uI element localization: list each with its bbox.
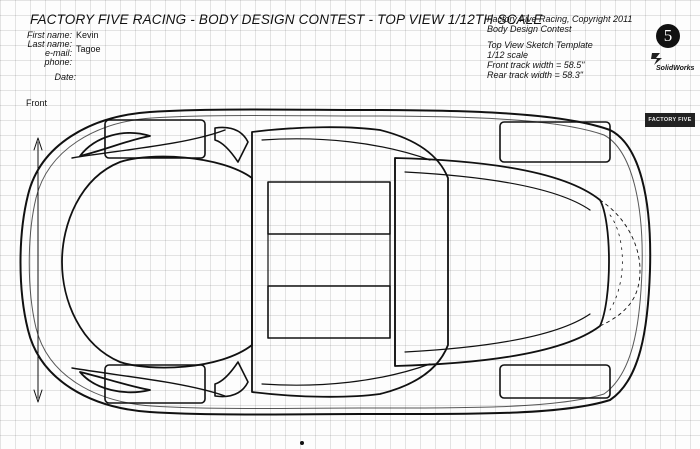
contest-line: Body Design Contest [487, 24, 572, 34]
solidworks-logo-icon [651, 53, 662, 65]
rear-right-wheel [499, 364, 611, 399]
roof-window-left [267, 181, 391, 235]
front-left-wheel [104, 119, 206, 159]
date-label: Date: [54, 72, 76, 82]
scale-line: 1/12 scale [487, 50, 529, 60]
front-right-wheel [104, 364, 206, 404]
last-name-value[interactable]: Tagoe [76, 44, 101, 54]
page-title: FACTORY FIVE RACING - BODY DESIGN CONTES… [30, 12, 543, 27]
email-label: e-mail: [44, 48, 72, 58]
ffr-five-logo: 5 [656, 24, 680, 48]
front-track-line: Front track width = 58.5" [487, 60, 585, 70]
solidworks-logo-text: SolidWorks [656, 65, 695, 72]
template-info: Factory Five Racing, Copyright 2011 Body… [487, 14, 632, 80]
copyright-line: Factory Five Racing, Copyright 2011 [487, 14, 633, 24]
template-name-line: Top View Sketch Template [487, 40, 593, 50]
ffr-badge-logo: FACTORY FIVE [645, 113, 695, 127]
first-name-value[interactable]: Kevin [76, 30, 99, 40]
first-name-label: First name: [26, 30, 72, 40]
headlight-right [79, 371, 151, 394]
rear-track-line: Rear track width = 58.3" [487, 70, 583, 80]
front-direction-arrow [33, 137, 43, 403]
last-name-label: Last name: [27, 39, 72, 49]
windshield [61, 155, 253, 369]
engine-cover [394, 157, 610, 367]
cabin-roof [251, 126, 449, 398]
phone-label: phone: [44, 57, 72, 67]
rear-left-wheel [499, 121, 611, 163]
roof-window-right [267, 285, 391, 339]
body-outline [19, 108, 652, 416]
front-label: Front [26, 98, 48, 108]
headlight-left [79, 132, 151, 157]
